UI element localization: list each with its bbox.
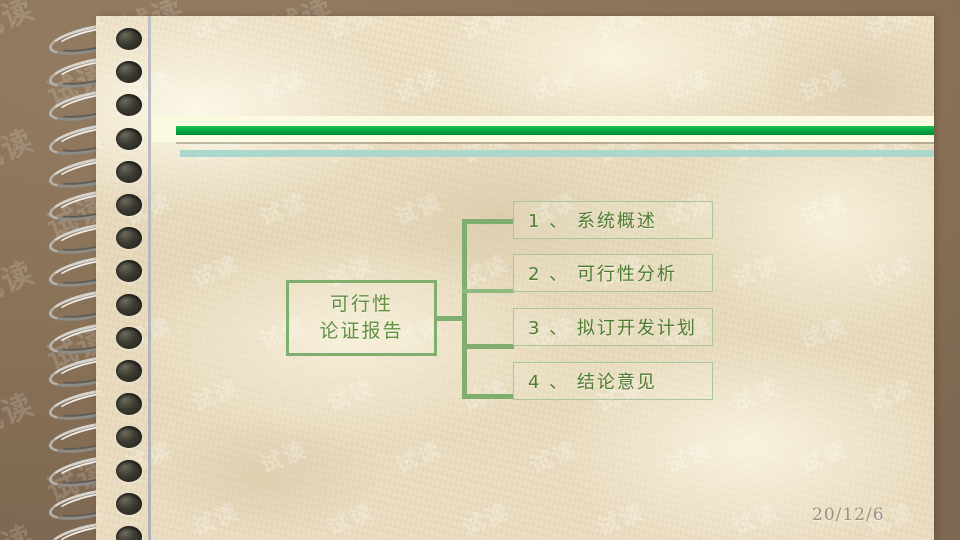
diagram-root-node[interactable]: 可行性 论证报告 — [286, 280, 437, 356]
watermark-text: 试读 — [324, 375, 378, 417]
punch-hole — [116, 459, 142, 482]
diagram-root-line1: 可行性 — [329, 293, 393, 316]
watermark-text: 试读 — [189, 16, 243, 45]
watermark-text: 试读 — [864, 375, 918, 417]
watermark-text: 试读 — [796, 437, 851, 479]
connector-root-stub — [437, 316, 465, 321]
watermark-text: 试读 — [96, 499, 108, 540]
watermark-text: 试读 — [96, 127, 108, 169]
watermark-text: 试读 — [459, 16, 513, 45]
watermark-text: 试读 — [96, 251, 108, 293]
watermark-text: 试读 — [324, 16, 378, 45]
watermark-text: 试读 — [391, 65, 446, 107]
watermark-text: 试读 — [459, 499, 513, 540]
watermark-text: 试读 — [796, 313, 851, 355]
punch-hole — [116, 227, 142, 250]
watermark-text: 试读 — [391, 437, 446, 479]
margin-rule — [148, 16, 151, 540]
diagram-item-4[interactable]: 4 、 结论意见 — [513, 362, 713, 400]
punch-hole — [116, 293, 142, 316]
watermark-text: 试读 — [729, 251, 783, 293]
watermark-text: 试读 — [931, 65, 934, 107]
watermark-text: 试读 — [189, 375, 243, 417]
punch-hole — [116, 94, 142, 117]
punch-hole — [116, 127, 142, 150]
watermark-text: 试读 — [661, 65, 716, 107]
punch-hole — [116, 61, 142, 84]
watermark-text: 试读 — [96, 16, 108, 45]
watermark-text: 试读 — [931, 313, 934, 355]
watermark-text: 试读 — [931, 437, 934, 479]
watermark-text: 试读 — [526, 437, 581, 479]
watermark-text: 试读 — [729, 499, 783, 540]
watermark-text: 试读 — [256, 189, 311, 231]
punch-hole — [116, 393, 142, 416]
diagram-item-3-label: 3 、 拟订开发计划 — [528, 318, 697, 339]
punch-hole — [116, 28, 142, 50]
punch-hole — [116, 526, 142, 540]
diagram-item-3[interactable]: 3 、 拟订开发计划 — [513, 308, 713, 346]
watermark-text: 试读 — [324, 499, 378, 540]
connector-branch-4 — [462, 394, 514, 399]
header-band-shadow — [176, 142, 934, 144]
watermark-text: 试读 — [729, 375, 783, 417]
watermark-text: 试读 — [594, 16, 648, 45]
punch-hole — [116, 360, 142, 382]
diagram-item-1-label: 1 、 系统概述 — [528, 211, 657, 232]
punch-hole — [116, 326, 142, 349]
slide-date: 20/12/6 — [812, 505, 885, 525]
diagram-item-2[interactable]: 2 、 可行性分析 — [513, 254, 713, 292]
connector-spine — [462, 219, 467, 399]
watermark-text: 试读 — [189, 251, 243, 293]
diagram-item-2-label: 2 、 可行性分析 — [528, 264, 677, 285]
watermark-text: 试读 — [96, 375, 108, 417]
watermark-text: 试读 — [189, 499, 243, 540]
connector-branch-1 — [462, 219, 514, 224]
header-band-teal — [180, 150, 934, 157]
watermark-text: 试读 — [864, 251, 918, 293]
punch-hole — [116, 160, 142, 183]
connector-branch-3 — [462, 344, 514, 349]
punch-hole — [116, 426, 142, 449]
watermark-text: 试读 — [526, 65, 581, 107]
watermark-text: 试读 — [256, 65, 311, 107]
diagram-item-4-label: 4 、 结论意见 — [528, 372, 657, 393]
notebook-page: 试读试读试读试读试读试读试读试读试读试读试读试读试读试读试读试读试读试读试读试读… — [96, 16, 934, 540]
diagram-root-line2: 论证报告 — [319, 320, 404, 342]
watermark-text: 试读 — [796, 189, 851, 231]
diagram-item-1[interactable]: 1 、 系统概述 — [513, 201, 713, 239]
punch-hole — [116, 260, 142, 283]
watermark-text: 试读 — [729, 16, 783, 45]
connector-branch-2 — [462, 289, 514, 293]
watermark-text: 试读 — [391, 189, 446, 231]
watermark-text: 试读 — [796, 65, 851, 107]
punch-hole — [116, 194, 142, 216]
header-band-green — [176, 126, 934, 135]
watermark-text: 试读 — [594, 499, 648, 540]
watermark-text: 试读 — [661, 437, 716, 479]
watermark-text: 试读 — [931, 189, 934, 231]
watermark-text: 试读 — [864, 16, 918, 45]
watermark-text: 试读 — [256, 437, 311, 479]
punch-hole — [116, 492, 142, 515]
